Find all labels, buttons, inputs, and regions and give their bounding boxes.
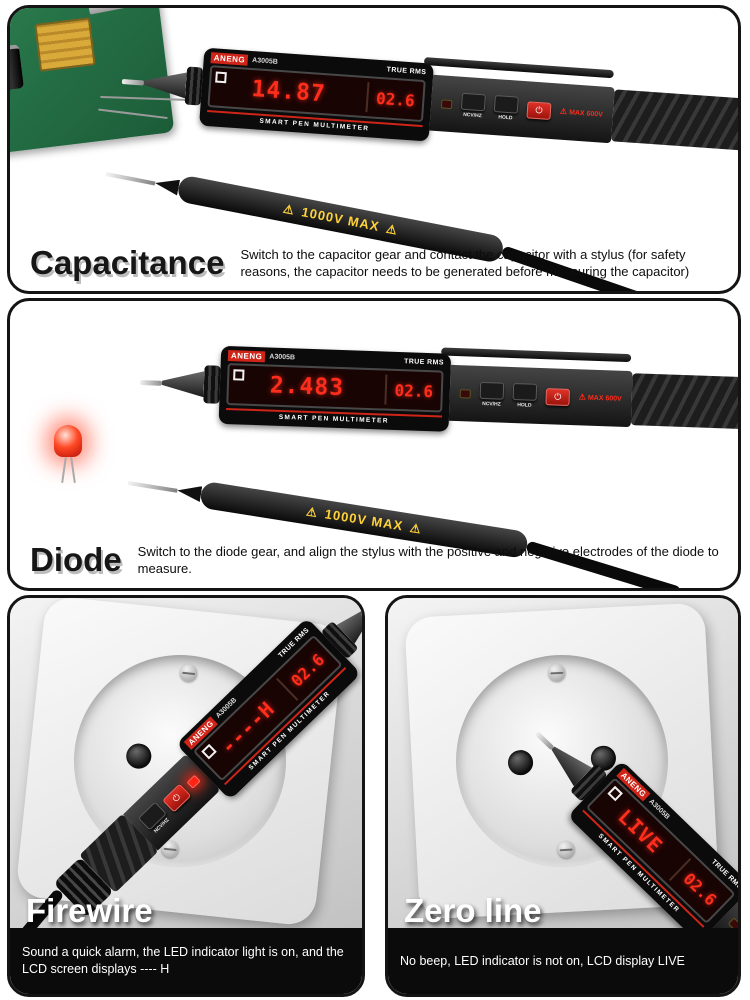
- power-icon: ⏻: [535, 104, 543, 115]
- ncv-button: [460, 92, 486, 111]
- transformer: [34, 17, 96, 72]
- panel-title: Diode: [30, 541, 122, 578]
- diode-panel: ANENG A3005B TRUE RMS 2.483 02.6 SMART P…: [7, 298, 741, 591]
- true-rms-label: TRUE RMS: [403, 358, 444, 367]
- power-icon: ⏻: [554, 390, 562, 402]
- probe-cone: [176, 482, 202, 502]
- pen-grip: [611, 89, 738, 151]
- ncv-button: [740, 923, 741, 952]
- lcd-sub-reading: 02.6: [394, 380, 434, 401]
- ncv-button: [479, 381, 505, 400]
- brand-logo: ANENG: [210, 52, 249, 66]
- brand-logo: ANENG: [227, 350, 266, 363]
- probe-cone: [154, 175, 181, 195]
- model-label: A3005B: [251, 57, 279, 66]
- ncv-led-indicator: [459, 388, 471, 399]
- panel-description: Sound a quick alarm, the LED indicator l…: [10, 928, 362, 994]
- socket-screw-top: [179, 663, 199, 683]
- panel-title: Capacitance: [30, 244, 225, 281]
- warning-icon: ⚠: [559, 106, 568, 117]
- max-voltage-text: MAX 600V: [587, 394, 622, 403]
- multimeter-pen: ANENG A3005B TRUE RMS 2.483 02.6 SMART P…: [139, 343, 738, 443]
- pen-probe-tip: [121, 78, 145, 86]
- led-lead: [61, 456, 67, 484]
- panel-description: Switch to the diode gear, and align the …: [137, 543, 719, 576]
- warning-icon: ⚠: [282, 201, 297, 218]
- lcd-main-reading: 2.483: [269, 372, 345, 402]
- display-module: ANENG A3005B TRUE RMS 14.87 02.6 SMART P…: [199, 47, 434, 142]
- pen-button-section: NCV/HZ HOLD ⏻ ⚠MAX 600V: [448, 364, 633, 428]
- pen-probe-tip: [139, 379, 163, 386]
- hold-button-label: HOLD: [498, 113, 513, 121]
- socket-screw-top: [547, 663, 566, 682]
- lcd-main-reading: 14.87: [250, 76, 327, 108]
- pen-button-section: NCV/HZ HOLD ⏻ ⚠MAX 600V: [429, 74, 615, 144]
- max-voltage-badge: ⚠MAX 600V: [578, 392, 622, 403]
- lcd-screen: 2.483 02.6: [226, 363, 444, 413]
- lcd-mode-icon: [215, 71, 227, 84]
- pen-grip: [630, 373, 738, 430]
- pen-collar: [203, 365, 221, 404]
- power-button: ⏻: [545, 387, 571, 406]
- led-bulb: [54, 425, 82, 457]
- hold-button: [493, 94, 519, 114]
- capacitance-panel: ANENG A3005B TRUE RMS 14.87 02.6 SMART P…: [7, 5, 741, 294]
- hold-button-label: HOLD: [517, 401, 532, 409]
- warning-icon: ⚠: [305, 503, 320, 520]
- power-button: ⏻: [161, 783, 191, 813]
- led-lead: [70, 456, 76, 484]
- warning-icon: ⚠: [384, 221, 400, 238]
- display-module: ANENG A3005B TRUE RMS LIVE 02.6 SMART PE…: [567, 760, 738, 943]
- red-led-component: [54, 425, 88, 485]
- probe-needle: [127, 480, 178, 493]
- max-voltage-text: MAX 600V: [568, 108, 604, 119]
- pocket-clip: [441, 347, 632, 363]
- max-voltage-badge: ⚠MAX 600V: [559, 106, 604, 119]
- warning-icon: ⚠: [578, 392, 587, 402]
- panel-description: No beep, LED indicator is not on, LCD di…: [388, 928, 738, 994]
- lcd-sub-reading: 02.6: [375, 88, 416, 110]
- panel-description: Switch to the capacitor gear and contact…: [240, 246, 690, 279]
- probe-needle: [105, 171, 156, 186]
- power-icon: ⏻: [170, 791, 183, 804]
- hold-button: [512, 382, 538, 401]
- zero-line-panel: ANENG A3005B TRUE RMS LIVE 02.6 SMART PE…: [385, 595, 741, 997]
- heatsink: [87, 8, 130, 15]
- probe-rating-label: 1000V MAX: [300, 204, 381, 235]
- power-button: ⏻: [526, 100, 552, 120]
- warning-icon: ⚠: [408, 520, 423, 536]
- panel-title: Zero line: [404, 892, 542, 929]
- pen-probe-tip: [535, 730, 555, 750]
- model-label: A3005B: [269, 353, 296, 362]
- ncv-button-label: NCV/HZ: [462, 111, 482, 119]
- firewire-panel: NCV/HZ ⏻ ANENG A3005B TRUE RMS ----H 02.…: [7, 595, 365, 997]
- true-rms-label: TRUE RMS: [386, 66, 427, 77]
- ncv-led-indicator: [440, 98, 453, 109]
- multimeter-pen: ANENG A3005B TRUE RMS 14.87 02.6 SMART P…: [119, 42, 738, 164]
- socket-screw-bottom: [557, 840, 576, 859]
- panel-title: Firewire: [26, 892, 153, 929]
- pen-tip-cone: [143, 70, 187, 99]
- pen-tip-cone: [162, 370, 205, 397]
- capacitor-component: [10, 44, 24, 91]
- lcd-mode-icon: [233, 369, 245, 381]
- ncv-button-label: NCV/HZ: [482, 400, 501, 408]
- ncv-led-indicator: [186, 774, 201, 789]
- display-module: ANENG A3005B TRUE RMS 2.483 02.6 SMART P…: [218, 345, 452, 432]
- probe-rating-label: 1000V MAX: [323, 506, 405, 534]
